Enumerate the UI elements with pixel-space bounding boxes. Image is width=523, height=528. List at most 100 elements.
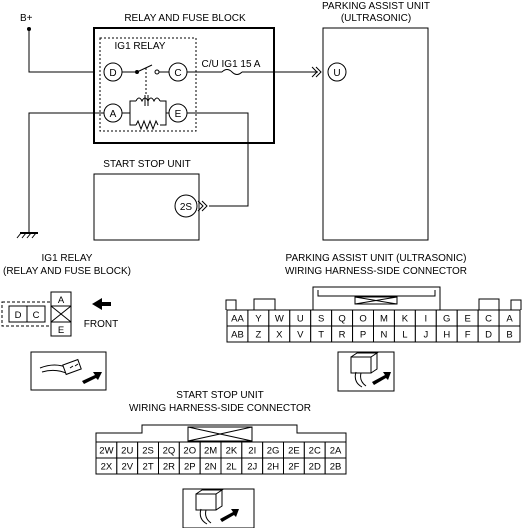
start-stop-connector-pin-label: 2W <box>99 446 113 457</box>
parking-connector-pin-label: V <box>297 330 304 341</box>
start-stop-connector-pin-label: 2S <box>142 446 154 457</box>
parking-connector-pin-label: M <box>380 314 388 325</box>
parking-connector-lock-x <box>354 296 398 305</box>
start-stop-connector-pin-label: 2P <box>184 462 196 473</box>
parking-connector-pin-label: N <box>381 330 388 341</box>
start-stop-connector-pin-label: 2M <box>204 446 217 457</box>
parking-connector-pin-label: B <box>506 330 512 341</box>
start-stop-connector-cell <box>324 457 347 475</box>
battery-wire <box>28 29 102 73</box>
parking-connector-pin-label: AB <box>231 330 244 341</box>
probe-hand-icon <box>182 488 255 528</box>
start-stop-connector-pin-label: 2L <box>226 462 237 473</box>
start-stop-connector-pin-label: 2N <box>205 462 217 473</box>
parking-connector-pin-label: I <box>425 314 428 325</box>
parking-connector-pin-label: Y <box>255 314 262 325</box>
ground-wire <box>28 112 104 232</box>
parking-connector-pin-label: W <box>275 314 284 325</box>
start-stop-connector-lock-x <box>187 426 253 442</box>
relay-pin-a-label: A <box>110 109 117 120</box>
parking-connector-pin-label: F <box>465 330 471 341</box>
relay-fuse-block-title: RELAY AND FUSE BLOCK <box>124 13 246 24</box>
ig1-pin-e: E <box>58 325 64 336</box>
start-stop-connector-title-2: WIRING HARNESS-SIDE CONNECTOR <box>129 403 311 414</box>
start-stop-connector-pin-label: 2Q <box>163 446 176 457</box>
start-stop-connector-housing <box>95 424 347 442</box>
start-stop-connector-pin-label: 2R <box>163 462 175 473</box>
start-stop-connector-title-1: START STOP UNIT <box>176 390 263 401</box>
parking-connector-pin-label: T <box>318 330 324 341</box>
front-arrow-icon <box>92 298 111 310</box>
parking-assist-title-1: PARKING ASSIST UNIT <box>322 1 430 12</box>
start-stop-connector-pin-label: 2A <box>330 446 342 457</box>
ig1-relay-connector: IG1 RELAY (RELAY AND FUSE BLOCK) D C A E… <box>1 253 131 391</box>
parking-connector-pin-label: P <box>360 330 366 341</box>
parking-connector-pin-label: K <box>402 314 409 325</box>
relay-coil-icon <box>122 95 169 131</box>
parking-connector-pin-label: R <box>339 330 346 341</box>
start-stop-connector-pin-label: 2D <box>309 462 321 473</box>
ig1-relay-outline <box>99 37 197 132</box>
parking-assist-unit <box>322 27 429 241</box>
parking-connector-title-2: WIRING HARNESS-SIDE CONNECTOR <box>285 266 467 277</box>
start-stop-connector-pin-label: 2J <box>247 462 257 473</box>
probe-hand-icon <box>337 351 395 392</box>
connector-chevron-icon <box>197 200 208 212</box>
parking-connector-pin-label: C <box>485 314 492 325</box>
parking-connector-pin-label: L <box>402 330 407 341</box>
relay-pin-c-label: C <box>174 68 181 79</box>
parking-connector-pin-label: H <box>443 330 450 341</box>
ig1-connector-title-1: IG1 RELAY <box>42 253 93 264</box>
start-stop-connector: START STOP UNIT WIRING HARNESS-SIDE CONN… <box>95 390 347 528</box>
fuse-icon <box>221 69 243 75</box>
start-stop-pin-2s-label: 2S <box>180 202 193 213</box>
parking-connector-pin-label: AA <box>231 314 244 325</box>
battery-label: B+ <box>20 13 33 24</box>
relay-pin-d-label: D <box>109 68 116 79</box>
start-stop-connector-pin-label: 2G <box>267 446 280 457</box>
fuse-label: C/U IG1 15 A <box>202 59 261 70</box>
parking-connector-cell <box>498 325 521 343</box>
relay-pin-e-label: E <box>175 109 182 120</box>
start-stop-connector-pin-label: 2U <box>121 446 133 457</box>
start-stop-connector-pin-label: 2O <box>183 446 196 457</box>
parking-connector-lock <box>312 286 441 310</box>
parking-assist-connector: PARKING ASSIST UNIT (ULTRASONIC) WIRING … <box>225 253 522 392</box>
parking-connector-pin-label: S <box>318 314 324 325</box>
ig1-pin-c: C <box>33 310 40 321</box>
start-stop-connector-pin-label: 2E <box>288 446 300 457</box>
ground-icon <box>16 232 38 239</box>
start-stop-connector-pin-label: 2C <box>309 446 321 457</box>
ig1-pin-a: A <box>58 295 65 306</box>
start-stop-pin-2s <box>174 194 198 218</box>
start-stop-connector-pin-label: 2B <box>330 462 342 473</box>
start-stop-connector-pin-label: 2X <box>101 462 113 473</box>
ig1-pin-c-cell <box>26 305 46 323</box>
parking-pin-u <box>327 62 347 82</box>
schematic: B+ RELAY AND FUSE BLOCK IG1 RELAY D C A … <box>16 1 430 241</box>
parking-connector-pin-label: Q <box>338 314 345 325</box>
parking-connector-pin-label: Z <box>255 330 261 341</box>
start-stop-connector-pin-label: 2F <box>288 462 299 473</box>
relay-switch-icon <box>122 64 169 96</box>
start-stop-connector-pin-label: 2T <box>143 462 154 473</box>
parking-connector-latch <box>225 298 522 310</box>
relay-fuse-block <box>93 27 275 144</box>
e-to-2s-wire <box>187 112 249 207</box>
start-stop-title: START STOP UNIT <box>103 159 190 170</box>
parking-connector-pin-label: U <box>297 314 304 325</box>
parking-connector-pin-label: E <box>465 314 471 325</box>
parking-connector-pin-label: O <box>359 314 366 325</box>
ig1-pin-d: D <box>15 310 22 321</box>
front-label: FRONT <box>84 319 118 330</box>
start-stop-connector-pin-label: 2H <box>267 462 279 473</box>
start-stop-connector-pin-label: 2V <box>121 462 133 473</box>
start-stop-connector-pin-label: 2K <box>226 446 238 457</box>
parking-connector-pin-label: D <box>485 330 492 341</box>
parking-connector-pin-label: G <box>443 314 450 325</box>
connector-chevron-icon <box>311 66 322 78</box>
parking-connector-title-1: PARKING ASSIST UNIT (ULTRASONIC) <box>286 253 467 264</box>
